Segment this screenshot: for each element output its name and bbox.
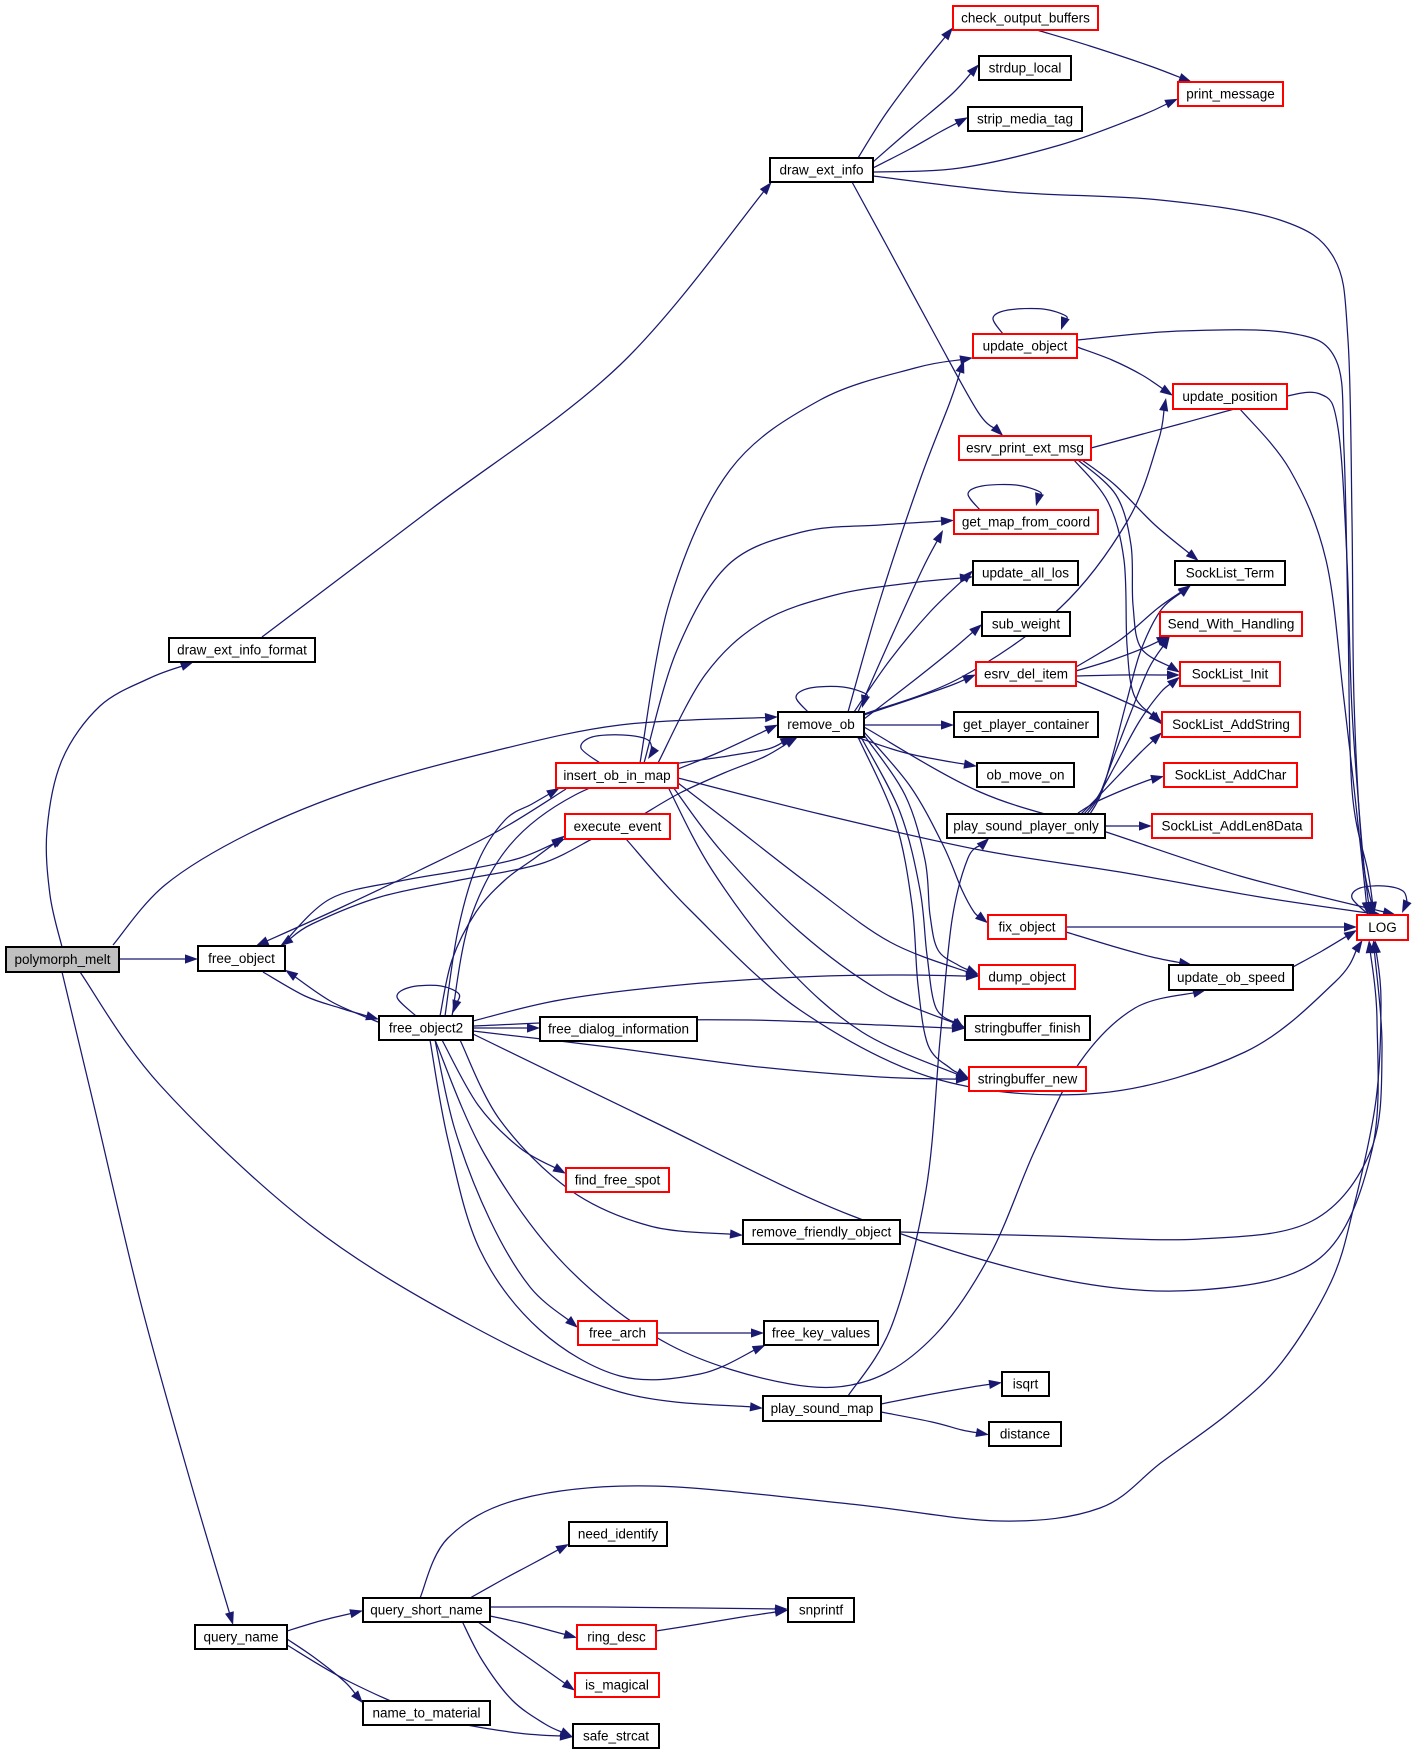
svg-text:find_free_spot: find_free_spot (575, 1173, 661, 1188)
svg-text:update_position: update_position (1182, 389, 1277, 404)
svg-text:strdup_local: strdup_local (989, 61, 1062, 76)
svg-text:SockList_AddChar: SockList_AddChar (1175, 768, 1287, 783)
svg-text:free_arch: free_arch (589, 1326, 646, 1341)
svg-text:update_all_los: update_all_los (982, 566, 1069, 581)
svg-text:remove_ob: remove_ob (787, 717, 855, 732)
svg-text:polymorph_melt: polymorph_melt (14, 952, 110, 967)
svg-text:query_short_name: query_short_name (370, 1603, 483, 1618)
svg-text:name_to_material: name_to_material (372, 1706, 480, 1721)
svg-text:ob_move_on: ob_move_on (986, 768, 1064, 783)
svg-text:need_identify: need_identify (578, 1527, 659, 1542)
svg-text:print_message: print_message (1186, 87, 1275, 102)
svg-text:snprintf: snprintf (799, 1603, 844, 1618)
svg-text:play_sound_player_only: play_sound_player_only (953, 819, 1099, 834)
svg-text:execute_event: execute_event (574, 819, 662, 834)
svg-text:free_object2: free_object2 (389, 1021, 463, 1036)
svg-text:esrv_del_item: esrv_del_item (984, 667, 1068, 682)
svg-text:isqrt: isqrt (1013, 1377, 1039, 1392)
svg-text:insert_ob_in_map: insert_ob_in_map (563, 768, 670, 783)
svg-text:distance: distance (1000, 1427, 1050, 1442)
svg-text:draw_ext_info_format: draw_ext_info_format (177, 643, 307, 658)
svg-text:esrv_print_ext_msg: esrv_print_ext_msg (966, 441, 1084, 456)
svg-text:free_dialog_information: free_dialog_information (548, 1022, 689, 1037)
svg-text:get_player_container: get_player_container (963, 717, 1090, 732)
svg-text:remove_friendly_object: remove_friendly_object (752, 1225, 892, 1240)
svg-text:stringbuffer_new: stringbuffer_new (978, 1072, 1078, 1087)
svg-text:fix_object: fix_object (998, 920, 1055, 935)
svg-text:Send_With_Handling: Send_With_Handling (1168, 617, 1295, 632)
svg-text:ring_desc: ring_desc (587, 1630, 646, 1645)
svg-text:strip_media_tag: strip_media_tag (977, 112, 1073, 127)
svg-text:sub_weight: sub_weight (992, 617, 1061, 632)
svg-text:free_key_values: free_key_values (772, 1326, 871, 1341)
svg-text:dump_object: dump_object (988, 970, 1066, 985)
svg-text:free_object: free_object (208, 951, 275, 966)
svg-text:update_object: update_object (983, 339, 1068, 354)
svg-text:play_sound_map: play_sound_map (771, 1401, 874, 1416)
svg-text:get_map_from_coord: get_map_from_coord (962, 515, 1090, 530)
svg-text:update_ob_speed: update_ob_speed (1177, 970, 1285, 985)
svg-text:SockList_Term: SockList_Term (1186, 566, 1275, 581)
svg-text:LOG: LOG (1368, 920, 1397, 935)
svg-text:safe_strcat: safe_strcat (583, 1729, 649, 1744)
svg-text:SockList_AddString: SockList_AddString (1172, 717, 1290, 732)
svg-text:query_name: query_name (203, 1630, 278, 1645)
svg-text:SockList_Init: SockList_Init (1192, 667, 1269, 682)
svg-text:check_output_buffers: check_output_buffers (961, 11, 1090, 26)
svg-text:stringbuffer_finish: stringbuffer_finish (974, 1021, 1080, 1036)
svg-text:draw_ext_info: draw_ext_info (779, 163, 863, 178)
svg-text:SockList_AddLen8Data: SockList_AddLen8Data (1161, 819, 1303, 834)
svg-text:is_magical: is_magical (585, 1678, 649, 1693)
